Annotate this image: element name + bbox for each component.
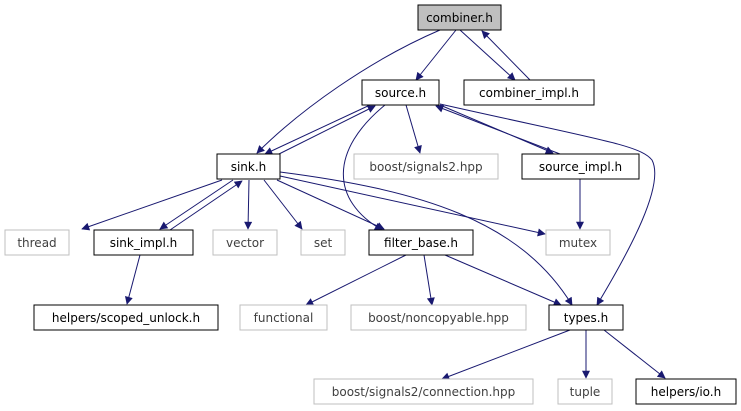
node-helpers-io-h[interactable]: helpers/io.h: [635, 378, 737, 405]
edge-types-to-connection: [441, 329, 571, 381]
edge-filter-base-to-types: [444, 254, 562, 306]
edge-filter-base-to-functional: [305, 254, 407, 306]
node-mutex[interactable]: mutex: [545, 229, 611, 256]
edge-source-to-filter-base: [342, 104, 386, 231]
edge-sink-to-source: [274, 105, 376, 157]
node-label: boost/signals2.hpp: [369, 160, 482, 174]
node-boost-signals2-hpp[interactable]: boost/signals2.hpp: [353, 153, 499, 180]
node-source-h[interactable]: source.h: [361, 79, 440, 106]
node-label: boost/signals2/connection.hpp: [332, 385, 516, 399]
edge-sink-to-filter-base: [276, 179, 385, 230]
edge-combiner-to-source: [415, 29, 457, 81]
edge-sink-to-mutex: [279, 175, 546, 237]
edge-source-to-signals2: [405, 104, 422, 154]
edge-filter-base-to-noncopyable: [423, 254, 435, 306]
node-vector[interactable]: vector: [212, 229, 278, 256]
node-label: sink_impl.h: [110, 236, 178, 250]
node-thread[interactable]: thread: [4, 229, 70, 256]
node-boost-noncopyable-hpp[interactable]: boost/noncopyable.hpp: [350, 304, 527, 331]
node-label: filter_base.h: [384, 236, 458, 250]
node-sink-h[interactable]: sink.h: [216, 153, 281, 180]
node-label: helpers/io.h: [651, 385, 721, 399]
edge-sink-to-thread: [81, 179, 223, 231]
edge-sink-to-vector: [244, 179, 253, 230]
node-tuple[interactable]: tuple: [557, 378, 613, 405]
node-boost-signals2-connection-hpp[interactable]: boost/signals2/connection.hpp: [313, 378, 534, 405]
node-filter-base-h[interactable]: filter_base.h: [368, 229, 474, 256]
node-label: helpers/scoped_unlock.h: [52, 311, 200, 325]
node-helpers-scoped-unlock-h[interactable]: helpers/scoped_unlock.h: [33, 304, 219, 331]
edge-sink-to-sink-impl: [159, 179, 234, 230]
edge-combiner-impl-to-combiner: [481, 30, 531, 81]
edge-sink-to-set: [263, 179, 303, 230]
node-label: thread: [17, 236, 56, 250]
node-label: set: [314, 236, 333, 250]
node-label: source_impl.h: [539, 160, 622, 174]
node-label: functional: [254, 311, 314, 325]
node-label: types.h: [564, 311, 608, 325]
edge-source-to-types: [439, 103, 656, 306]
node-label: source.h: [375, 86, 426, 100]
edge-combiner-to-combiner-impl: [459, 29, 516, 81]
edge-source-to-sink: [264, 104, 371, 155]
edge-types-to-io: [603, 329, 666, 379]
edge-source-impl-to-source: [435, 104, 561, 155]
edge-combiner-to-sink: [256, 29, 441, 154]
node-sink-impl-h[interactable]: sink_impl.h: [93, 229, 194, 256]
node-source-impl-h[interactable]: source_impl.h: [521, 153, 640, 180]
edge-sink-to-types: [279, 171, 573, 306]
node-label: tuple: [570, 385, 601, 399]
edges: [81, 29, 666, 381]
node-functional[interactable]: functional: [239, 304, 328, 331]
node-types-h[interactable]: types.h: [548, 304, 624, 331]
node-combiner-h[interactable]: combiner.h: [417, 4, 502, 31]
node-label: mutex: [559, 236, 597, 250]
node-label: boost/noncopyable.hpp: [368, 311, 509, 325]
node-label: combiner_impl.h: [479, 86, 579, 100]
node-set[interactable]: set: [300, 229, 346, 256]
edge-sink-impl-to-sink: [169, 180, 243, 231]
node-combiner-impl-h[interactable]: combiner_impl.h: [463, 79, 595, 106]
node-label: vector: [226, 236, 264, 250]
edge-sink-impl-to-scoped-unlock: [124, 254, 141, 305]
node-label: combiner.h: [426, 11, 493, 25]
node-label: sink.h: [231, 160, 267, 174]
